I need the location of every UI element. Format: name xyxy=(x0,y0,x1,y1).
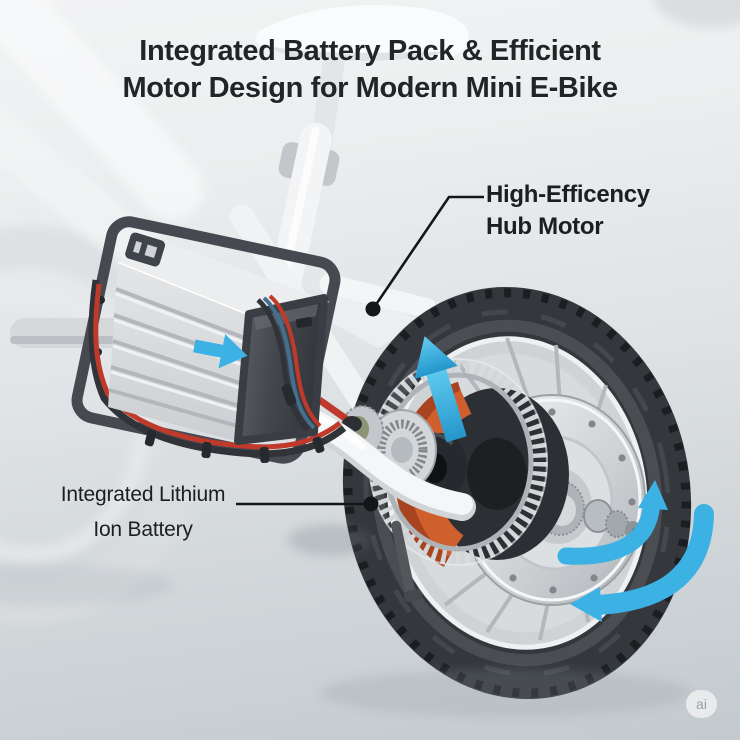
battery-flow-arrow xyxy=(193,334,248,369)
rear-wheel-shadow xyxy=(320,669,690,717)
hub-motor-label-line-1: High-Efficency xyxy=(486,181,650,208)
arrow-up xyxy=(414,336,467,443)
callout-battery: Integrated Lithium Ion Battery xyxy=(38,477,248,547)
battery-connector xyxy=(125,232,166,267)
callout-hub-motor: High-Efficency Hub Motor xyxy=(486,179,650,243)
battery-pack xyxy=(71,216,347,464)
kickstand xyxy=(391,520,423,602)
battery-label-line-1: Integrated Lithium xyxy=(60,483,226,506)
ghost-frame-tubes xyxy=(0,0,740,282)
battery-label-line-2: Ion Battery xyxy=(93,518,193,541)
rotation-arrows xyxy=(414,336,714,622)
front-wheel-shadow xyxy=(0,565,175,605)
title-line-2: Motor Design for Modern Mini E-Bike xyxy=(122,72,618,104)
callout-leaders xyxy=(236,195,484,512)
ai-watermark-badge: ai xyxy=(686,690,717,718)
hub-motor-label-line-2: Hub Motor xyxy=(486,213,604,240)
page-title: Integrated Battery Pack & Efficient Moto… xyxy=(0,33,740,107)
title-line-1: Integrated Battery Pack & Efficient xyxy=(139,35,601,67)
ai-watermark-text: ai xyxy=(696,696,707,712)
